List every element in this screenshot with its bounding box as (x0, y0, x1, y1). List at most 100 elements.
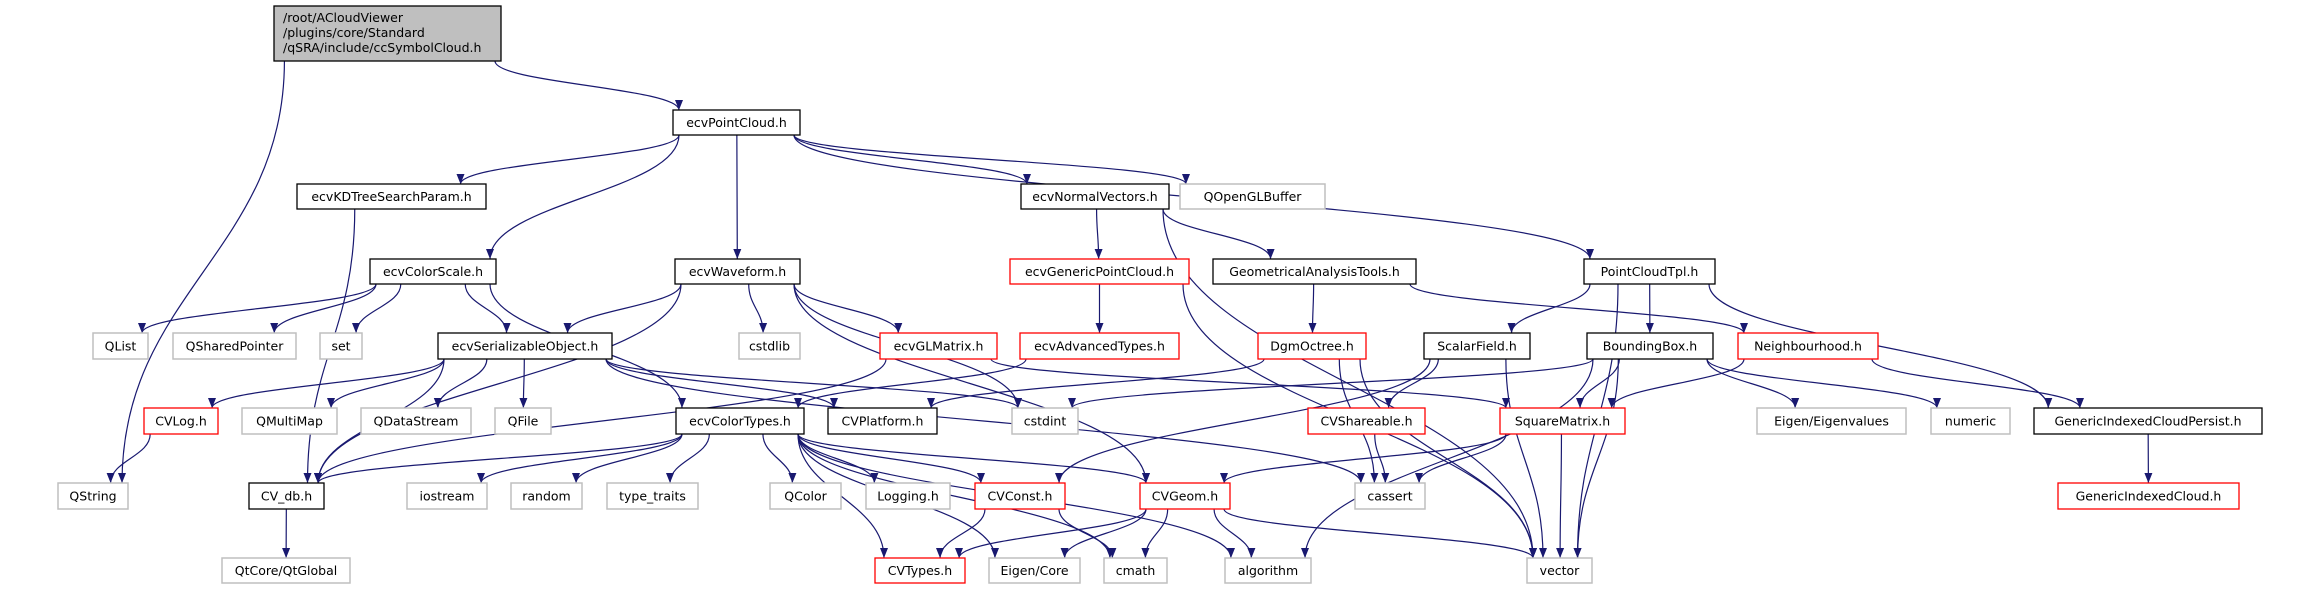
edge-BoundingBox-to-SquareMatrix (1576, 358, 1620, 409)
node-algorithm: algorithm (1224, 557, 1312, 584)
edge-ecvWaveform-to-ecvSerializableObject (563, 283, 682, 334)
node-label: cstdint (1024, 414, 1067, 429)
node-ScalarField[interactable]: ScalarField.h (1423, 332, 1531, 360)
node-ecvAdvancedTypes[interactable]: ecvAdvancedTypes.h (1019, 332, 1180, 360)
node-label: ecvKDTreeSearchParam.h (311, 189, 471, 204)
node-label: algorithm (1238, 563, 1298, 578)
node-ecvColorTypes[interactable]: ecvColorTypes.h (675, 407, 805, 435)
node-label: Eigen/Eigenvalues (1774, 414, 1889, 429)
edge-CVLog-to-QString (106, 433, 151, 484)
node-CVShareable[interactable]: CVShareable.h (1307, 407, 1426, 435)
edge-ecvColorScale-to-set (352, 283, 402, 334)
edge-ecvColorScale-to-QList (138, 283, 377, 334)
node-label: iostream (420, 489, 475, 504)
node-CVLog[interactable]: CVLog.h (143, 407, 219, 435)
edge-SquareMatrix-to-vector (1556, 433, 1565, 559)
node-label: GenericIndexedCloudPersist.h (2054, 414, 2241, 429)
edge-ecvColorTypes-to-random (572, 433, 683, 484)
edge-ecvColorTypes-to-type_traits (666, 433, 710, 484)
edge-CVConst-to-CVTypes (936, 508, 986, 559)
node-CV_db[interactable]: CV_db.h (248, 482, 325, 510)
edge-GeometricalAnalysisTools-to-Neighbourhood (1409, 283, 1748, 334)
edge-ecvGLMatrix-to-SquareMatrix (990, 358, 1510, 409)
node-ecvSerializableObject[interactable]: ecvSerializableObject.h (437, 332, 613, 360)
node-PointCloudTpl[interactable]: PointCloudTpl.h (1583, 258, 1716, 285)
node-ecvWaveform[interactable]: ecvWaveform.h (674, 258, 801, 285)
node-label: QtCore/QtGlobal (235, 563, 338, 578)
edge-CVGeom-to-algorithm (1213, 508, 1256, 559)
node-box (1212, 258, 1417, 285)
edge-ecvColorTypes-to-Logging (797, 433, 879, 484)
node-label: CVGeom.h (1152, 489, 1218, 504)
node-ecvNormalVectors[interactable]: ecvNormalVectors.h (1020, 183, 1170, 210)
node-label: vector (1540, 563, 1581, 578)
node-label: CVConst.h (988, 489, 1053, 504)
node-SquareMatrix[interactable]: SquareMatrix.h (1499, 407, 1626, 435)
node-ecvGenericPointCloud[interactable]: ecvGenericPointCloud.h (1009, 258, 1190, 285)
node-box (874, 557, 966, 584)
node-ecvKDTreeSearchParam[interactable]: ecvKDTreeSearchParam.h (296, 183, 487, 210)
node-box (2033, 407, 2263, 435)
node-CVTypes[interactable]: CVTypes.h (874, 557, 966, 584)
edge-ecvPointCloud-to-ecvColorScale (486, 134, 680, 260)
node-label: QFile (508, 414, 539, 429)
edge-ecvColorTypes-to-CVGeom (797, 433, 1150, 484)
node-root[interactable]: /root/ACloudViewer/plugins/core/Standard… (273, 5, 502, 62)
node-box (273, 5, 502, 62)
node-label: QOpenGLBuffer (1204, 189, 1303, 204)
node-box (360, 407, 472, 435)
edge-Neighbourhood-to-GenericIndexedCloudPersist (1871, 358, 2084, 409)
node-QString: QString (57, 482, 129, 510)
node-box (606, 482, 699, 510)
node-CVConst[interactable]: CVConst.h (974, 482, 1066, 510)
node-box (674, 258, 801, 285)
node-box (1009, 258, 1190, 285)
node-label: QColor (784, 489, 827, 504)
node-box (369, 258, 497, 285)
node-ecvPointCloud[interactable]: ecvPointCloud.h (672, 109, 801, 136)
edge-CVGeom-to-CVTypes (955, 508, 1147, 559)
edge-ecvColorTypes-to-CVConst (797, 433, 985, 484)
edge-ScalarField-to-vector (1505, 358, 1547, 559)
node-label: PointCloudTpl.h (1601, 264, 1699, 279)
edge-ecvSerializableObject-to-QDataStream (433, 358, 488, 409)
node-label: CVTypes.h (888, 563, 952, 578)
edge-SquareMatrix-to-CVGeom (1220, 433, 1507, 484)
node-label: QSharedPointer (186, 339, 285, 354)
node-box (672, 109, 801, 136)
node-box (1224, 557, 1312, 584)
edge-root-to-ecvPointCloud (494, 60, 683, 111)
node-QOpenGLBuffer: QOpenGLBuffer (1179, 183, 1326, 210)
node-type_traits: type_traits (606, 482, 699, 510)
node-BoundingBox[interactable]: BoundingBox.h (1586, 332, 1714, 360)
node-box (296, 183, 487, 210)
node-CVGeom[interactable]: CVGeom.h (1139, 482, 1231, 510)
node-QColor: QColor (769, 482, 842, 510)
node-GeometricalAnalysisTools[interactable]: GeometricalAnalysisTools.h (1212, 258, 1417, 285)
node-GenericIndexedCloudPersist[interactable]: GenericIndexedCloudPersist.h (2033, 407, 2263, 435)
node-cassert: cassert (1354, 482, 1426, 510)
node-label: QList (105, 339, 137, 354)
node-label: cassert (1367, 489, 1412, 504)
node-box (437, 332, 613, 360)
node-ecvGLMatrix[interactable]: ecvGLMatrix.h (879, 332, 998, 360)
node-label: QMultiMap (256, 414, 323, 429)
node-label: ecvNormalVectors.h (1032, 189, 1157, 204)
node-ecvColorScale[interactable]: ecvColorScale.h (369, 258, 497, 285)
node-label: random (522, 489, 570, 504)
node-label: type_traits (619, 489, 686, 504)
edge-GeometricalAnalysisTools-to-DgmOctree (1308, 283, 1317, 334)
edge-CVGeom-to-cmath (1141, 508, 1169, 559)
edge-ecvNormalVectors-to-ecvGenericPointCloud (1094, 208, 1103, 260)
node-label: numeric (1945, 414, 1996, 429)
edge-ScalarField-to-CVShareable (1384, 358, 1439, 409)
node-box (827, 407, 938, 435)
edge-root-to-QString (118, 60, 286, 484)
node-CVPlatform[interactable]: CVPlatform.h (827, 407, 938, 435)
node-box (1526, 557, 1593, 584)
node-DgmOctree[interactable]: DgmOctree.h (1257, 332, 1367, 360)
node-Neighbourhood[interactable]: Neighbourhood.h (1737, 332, 1879, 360)
node-GenericIndexedCloud[interactable]: GenericIndexedCloud.h (2057, 482, 2240, 510)
node-label: ScalarField.h (1437, 339, 1517, 354)
edge-ecvSerializableObject-to-CVPlatform (605, 358, 838, 409)
